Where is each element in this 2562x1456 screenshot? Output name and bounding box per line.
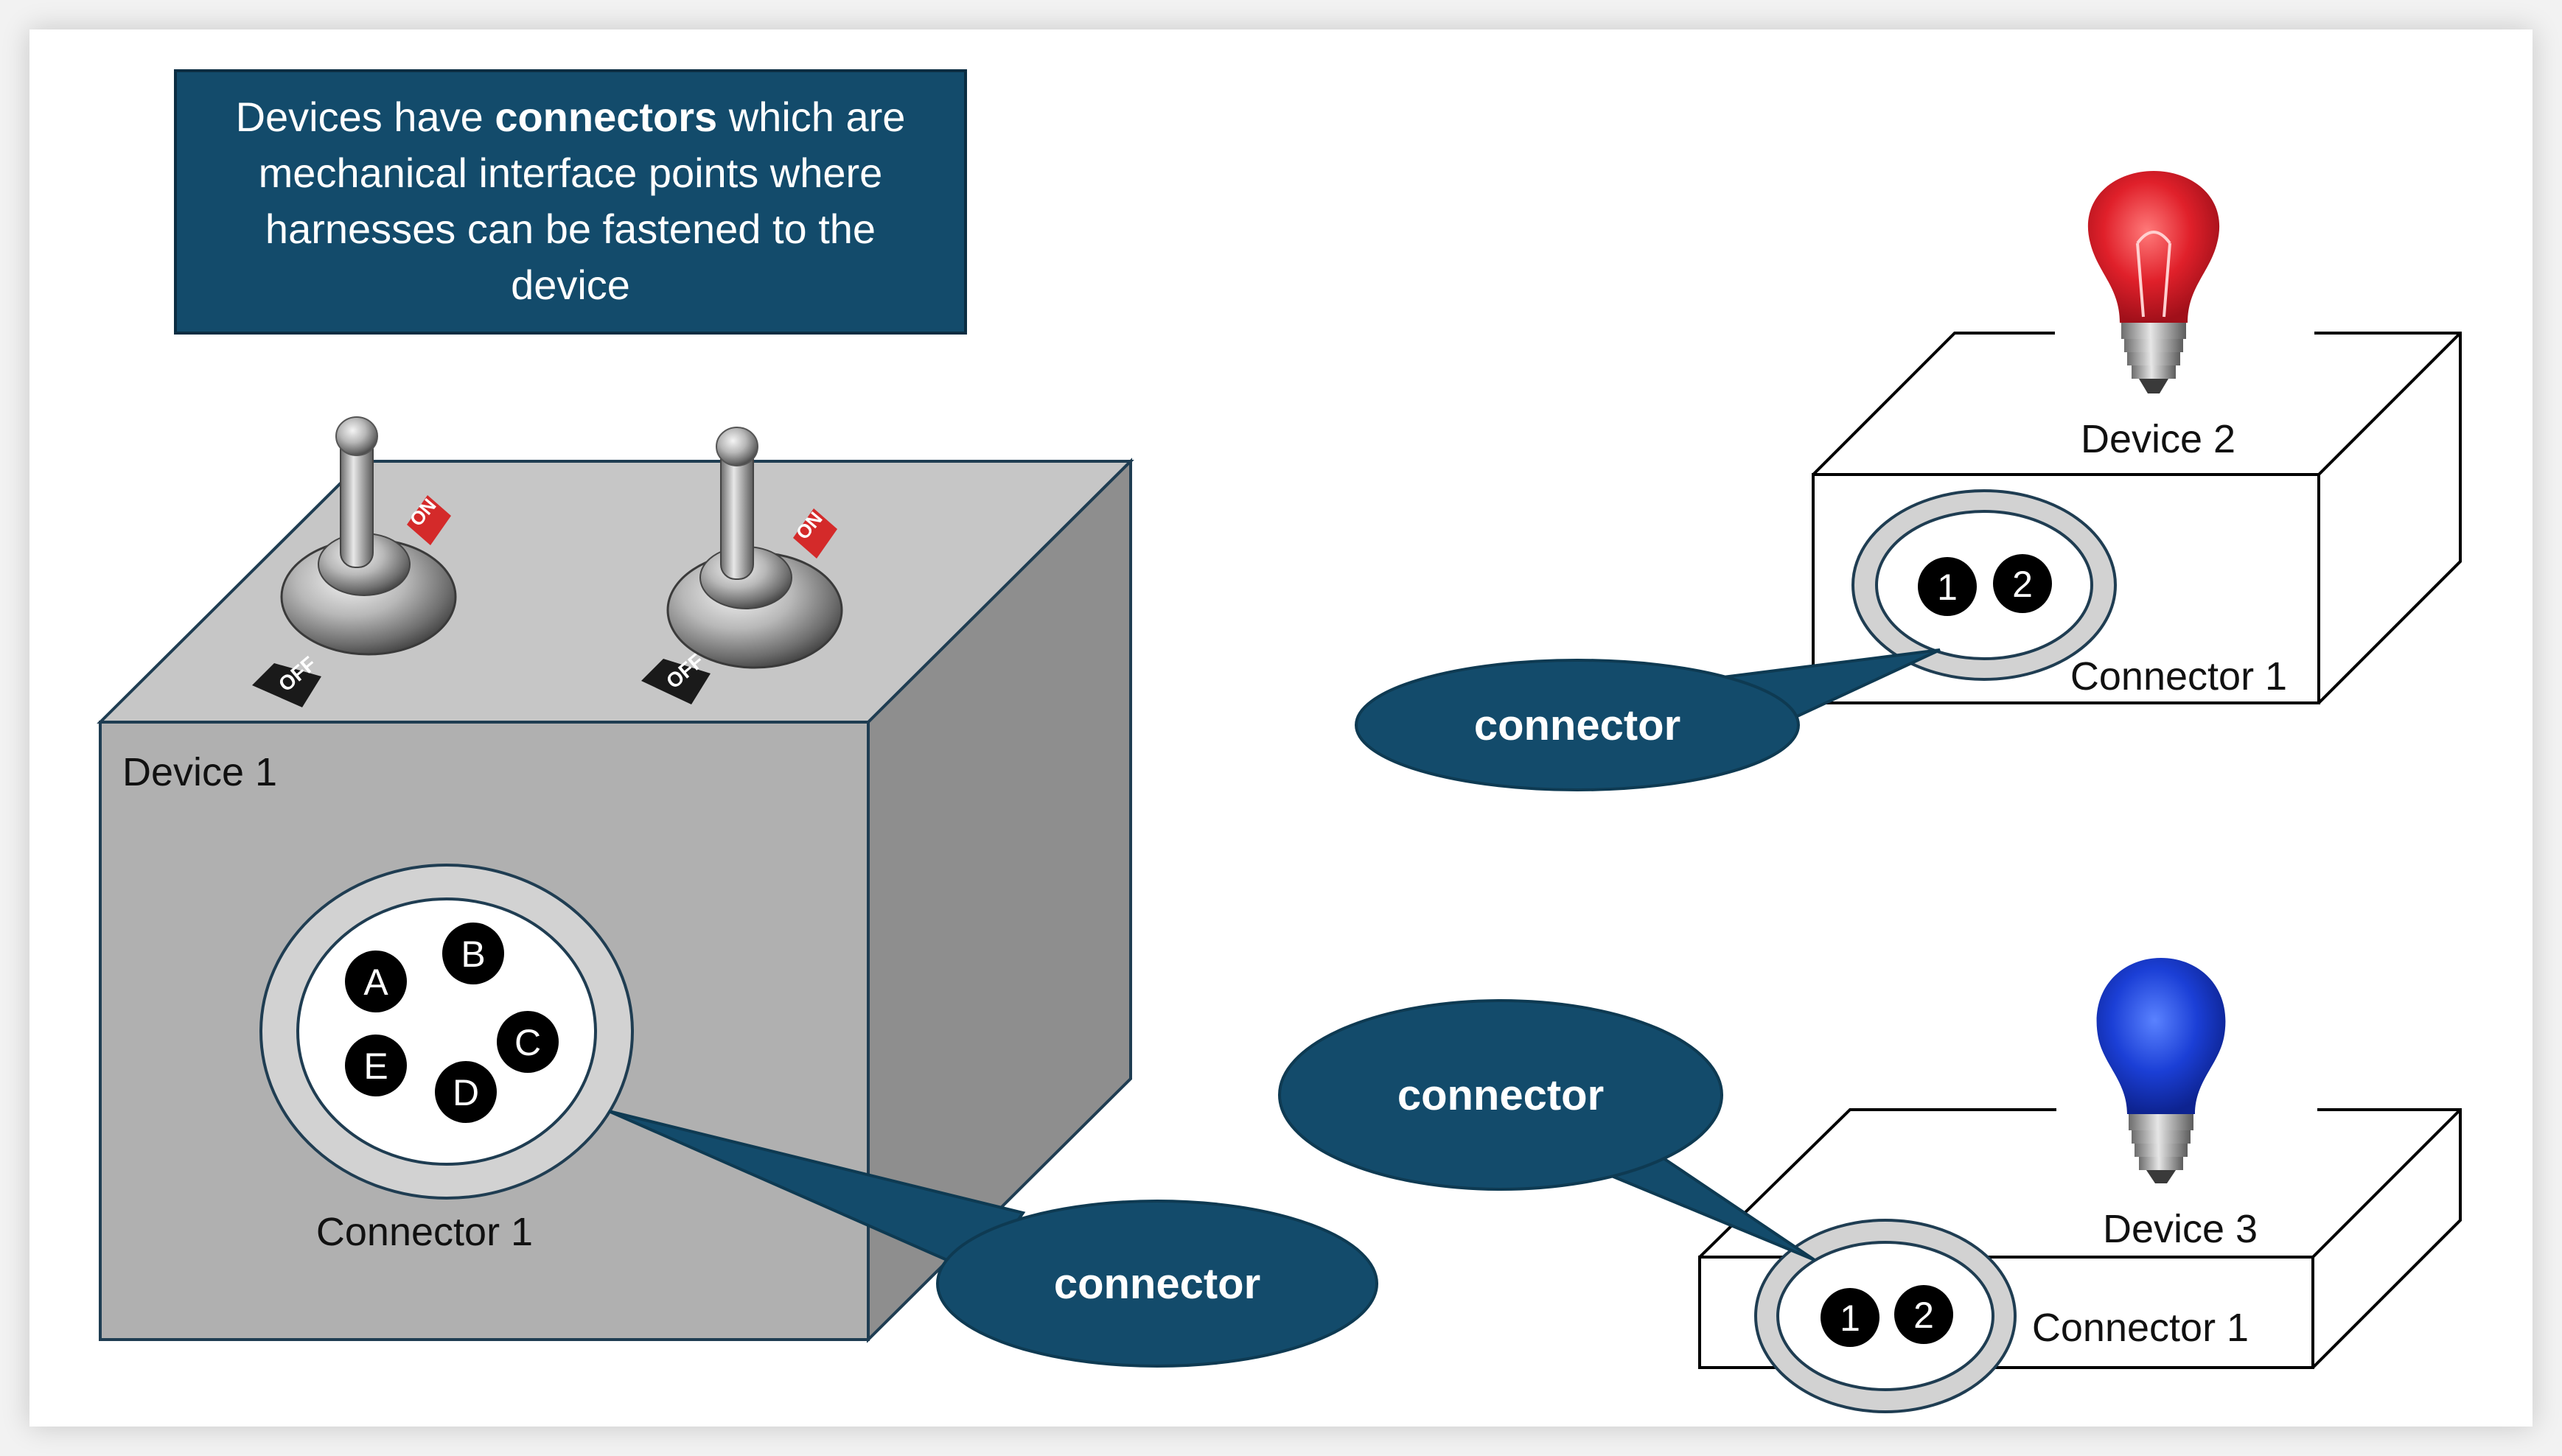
pin-1-label: 1 — [1840, 1298, 1860, 1339]
device-1-connector[interactable]: A B C D E — [259, 864, 634, 1200]
switch-lever-tip — [335, 416, 378, 456]
device-2-side-edge — [2317, 332, 2462, 476]
device-2-top-edge-right — [2314, 332, 2462, 704]
callout-bubble — [1355, 659, 1800, 791]
device-2-top-edge-left — [1812, 332, 2055, 476]
callout-text: connector — [1397, 1071, 1604, 1119]
device-3-top-edge-right — [2311, 1108, 2462, 1369]
pin-b: B — [442, 923, 504, 984]
off-plate — [641, 659, 711, 704]
title-line-2: mechanical interface points where — [259, 150, 883, 196]
callout-text: connector — [1054, 1260, 1260, 1308]
device-1-label: Device 1 — [122, 750, 277, 794]
pin-c: C — [497, 1011, 559, 1073]
title-box-background — [174, 69, 967, 335]
pin-1-label: 1 — [1937, 567, 1958, 608]
callout-bubble — [1278, 999, 1723, 1191]
on-plate — [407, 495, 451, 545]
device-2-label: Device 2 — [2081, 417, 2235, 461]
callout-text: connector — [1474, 701, 1680, 749]
device-3-connector[interactable]: 1 2 — [1754, 1219, 2017, 1413]
switch-lever-tip — [716, 427, 758, 466]
pin-2: 2 — [1993, 554, 2052, 613]
device-2-connector-label: Connector 1 — [2070, 654, 2287, 699]
pin-2: 2 — [1894, 1285, 1953, 1344]
pin-d: D — [435, 1061, 497, 1123]
off-plate — [252, 663, 321, 707]
pin-1: 1 — [1918, 557, 1977, 616]
connector-face — [1875, 510, 2093, 660]
title-box: Devices have connectors which are mechan… — [174, 69, 967, 335]
device-3-callout: connector — [1278, 999, 1816, 1261]
title-line-1: Devices have connectors which are — [236, 94, 906, 140]
pin-d-label: D — [453, 1072, 479, 1113]
device-2-callout: connector — [1355, 648, 1941, 791]
device-3-top-edge-left — [1698, 1108, 2056, 1259]
device-2: Device 2 1 2 Connector 1 connector — [1355, 171, 2462, 791]
pin-a-label: A — [363, 962, 388, 1003]
device-1-connector-label: Connector 1 — [316, 1210, 533, 1254]
connector-face — [1776, 1241, 1994, 1391]
toggle-switch-1[interactable]: OFF ON — [252, 416, 457, 707]
device-2-connector[interactable]: 1 2 — [1851, 489, 2117, 681]
device-3: Device 3 1 2 Connector 1 connector — [1278, 958, 2462, 1413]
pin-c-label: C — [514, 1022, 541, 1063]
device-3-label: Device 3 — [2103, 1207, 2258, 1251]
device-3-connector-label: Connector 1 — [2032, 1306, 2249, 1350]
blue-bulb-icon — [2096, 958, 2226, 1183]
title-line-4: device — [511, 262, 630, 308]
on-plate — [793, 508, 837, 559]
device-3-side-edge — [2311, 1108, 2462, 1259]
pin-2-label: 2 — [2012, 564, 2033, 605]
device-1: Device 1 OFF ON OFF ON — [97, 416, 1378, 1368]
pin-e-label: E — [363, 1046, 388, 1087]
callout-bubble — [936, 1200, 1378, 1368]
pin-2-label: 2 — [1913, 1295, 1934, 1336]
pin-e: E — [345, 1035, 407, 1096]
red-bulb-icon — [2087, 171, 2220, 393]
pin-a: A — [345, 951, 407, 1012]
title-line-3: harnesses can be fastened to the — [265, 206, 876, 252]
pin-1: 1 — [1821, 1288, 1879, 1347]
pin-b-label: B — [461, 934, 485, 975]
device-1-callout: connector — [608, 1110, 1378, 1368]
